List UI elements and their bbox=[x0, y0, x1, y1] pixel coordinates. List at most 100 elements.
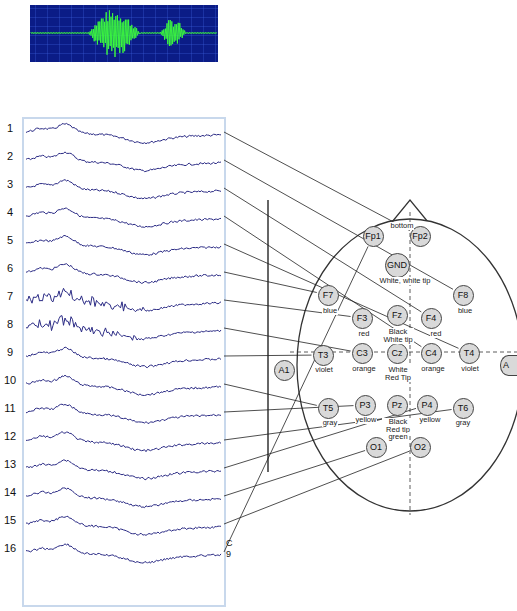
leader-line bbox=[224, 188, 421, 312]
electrode-name: A1 bbox=[278, 366, 289, 375]
wire-color-label: orange bbox=[351, 365, 376, 373]
leader-line bbox=[224, 408, 416, 468]
leader-lines bbox=[224, 132, 459, 552]
electrode-circle: F7 bbox=[318, 285, 339, 306]
wire-color-label: blue bbox=[457, 307, 473, 315]
channel-number: 13 bbox=[4, 459, 16, 470]
electrode-circle: P4 bbox=[417, 395, 438, 416]
leader-line bbox=[224, 355, 312, 357]
wire-color-label: violet bbox=[314, 366, 334, 374]
electrode-circle: Cz bbox=[387, 343, 408, 364]
electrode-circle: T4 bbox=[459, 343, 480, 364]
leader-line bbox=[224, 410, 452, 441]
electrode-name: Fp2 bbox=[412, 232, 428, 241]
wire-color-label: violet bbox=[460, 365, 480, 373]
eeg-trace bbox=[26, 404, 221, 423]
electrode-name: A bbox=[503, 361, 509, 370]
leader-line bbox=[224, 328, 351, 351]
channel-number: 1 bbox=[7, 123, 13, 134]
electrode-circle: Pz bbox=[387, 395, 408, 416]
electrode-name: T5 bbox=[323, 404, 334, 413]
scope-grid bbox=[30, 5, 218, 62]
leader-line bbox=[224, 160, 453, 289]
eeg-trace bbox=[26, 123, 221, 143]
electrode-name: O2 bbox=[414, 443, 426, 452]
wire-color-label: green bbox=[387, 433, 408, 441]
leader-line bbox=[224, 132, 410, 231]
electrode-name: T4 bbox=[464, 349, 475, 358]
wire-color-label: red bbox=[430, 330, 443, 338]
electrode-circle: O2 bbox=[410, 437, 431, 458]
channel-number: 11 bbox=[4, 403, 15, 414]
leader-line bbox=[224, 272, 317, 293]
eeg-trace bbox=[26, 152, 221, 172]
electrode-name: Fz bbox=[392, 311, 402, 320]
eeg-trace bbox=[26, 432, 221, 452]
eeg-trace bbox=[26, 316, 221, 341]
channel-number: 9 bbox=[7, 347, 13, 358]
electrode-name: T3 bbox=[318, 351, 329, 360]
leader-line bbox=[224, 384, 317, 405]
wire-color-label: yellow bbox=[355, 416, 378, 424]
leader-line bbox=[224, 246, 368, 552]
wire-color-label: bottom bbox=[390, 222, 415, 230]
electrode-circle: A1 bbox=[274, 360, 295, 381]
leader-line bbox=[224, 451, 409, 524]
eeg-trace bbox=[26, 180, 221, 199]
channel-number: 7 bbox=[7, 291, 13, 302]
leader-line bbox=[224, 451, 365, 497]
electrode-circle: Fz bbox=[387, 305, 408, 326]
electrode-circle: C3 bbox=[352, 343, 373, 364]
electrode-circle: T3 bbox=[313, 345, 334, 366]
channel-number: 10 bbox=[4, 375, 16, 386]
channel-number: 3 bbox=[7, 179, 13, 190]
eeg-trace bbox=[26, 544, 221, 563]
wire-color-label: gray bbox=[322, 419, 339, 427]
head-outline bbox=[297, 219, 517, 511]
wire-color-label: White, white tip bbox=[379, 277, 432, 285]
electrode-name: P3 bbox=[359, 401, 370, 410]
channel-number: 8 bbox=[7, 319, 13, 330]
eeg-trace bbox=[26, 488, 221, 508]
eeg-trace bbox=[26, 375, 221, 395]
electrode-name: P4 bbox=[421, 401, 432, 410]
electrode-name: GND bbox=[387, 261, 407, 270]
waveform-line bbox=[31, 10, 217, 57]
leader-line bbox=[224, 244, 459, 348]
electrode-circle: P3 bbox=[355, 395, 376, 416]
electrode-name: Cz bbox=[392, 349, 403, 358]
electrode-name: F8 bbox=[458, 291, 469, 300]
electrode-name: C3 bbox=[356, 349, 368, 358]
wire-color-label: red bbox=[358, 330, 371, 338]
channel-number: 15 bbox=[4, 515, 16, 526]
eeg-trace bbox=[26, 236, 221, 256]
channel-number: 14 bbox=[4, 487, 16, 498]
wire-color-label: Black Red tip bbox=[382, 418, 414, 434]
eeg-trace bbox=[26, 288, 221, 311]
channel-number: 16 bbox=[4, 543, 16, 554]
channel-number: 2 bbox=[7, 151, 13, 162]
electrode-name: F4 bbox=[426, 314, 437, 323]
wire-color-label: White Red Tip bbox=[382, 366, 414, 382]
eeg-trace bbox=[26, 264, 221, 284]
electrode-circle: Fp1 bbox=[363, 226, 384, 247]
electrode-circle: T5 bbox=[318, 398, 339, 419]
wire-color-label: Black White tip bbox=[382, 328, 414, 344]
electrode-name: F7 bbox=[323, 291, 334, 300]
wire-color-label: gray bbox=[455, 419, 472, 427]
scope-panel bbox=[30, 5, 218, 62]
wire-color-label: blue bbox=[322, 307, 338, 315]
electrode-circle: C4 bbox=[421, 343, 442, 364]
electrode-name: Fp1 bbox=[365, 232, 381, 241]
eeg-traces bbox=[26, 123, 221, 563]
margin-mark: 9 bbox=[226, 550, 231, 559]
electrode-name: Pz bbox=[392, 401, 403, 410]
electrode-name: C4 bbox=[425, 349, 437, 358]
electrode-circle: F4 bbox=[421, 308, 442, 329]
channel-number: 4 bbox=[7, 207, 13, 218]
electrode-circle: GND bbox=[385, 253, 410, 278]
eeg-trace bbox=[26, 516, 221, 535]
electrode-circle: F8 bbox=[453, 285, 474, 306]
wire-color-label: orange bbox=[420, 365, 445, 373]
